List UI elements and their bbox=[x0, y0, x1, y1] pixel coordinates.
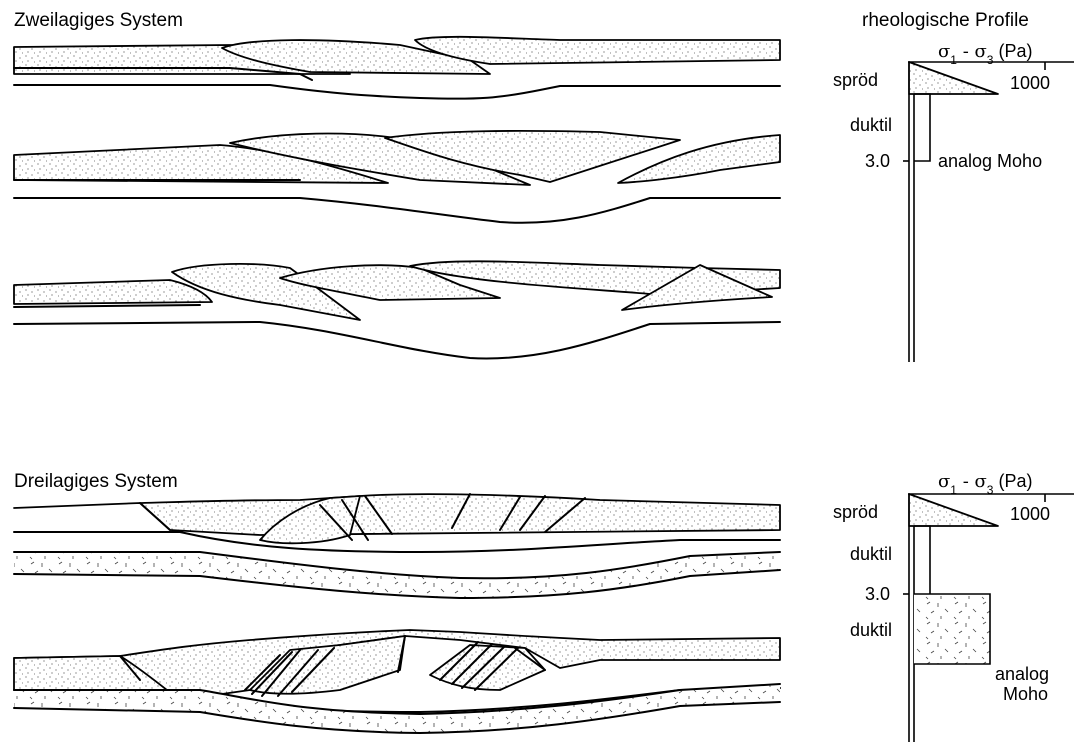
ductile-silicone-box-fill bbox=[914, 594, 990, 664]
stress-axis-label: σ1 - σ3 (Pa) bbox=[938, 41, 1033, 67]
sand-upper-layer bbox=[14, 494, 780, 535]
base-layer-line bbox=[14, 85, 780, 99]
rheological-profile-top: σ1 - σ3 (Pa) 1000 spröd duktil 3.0 analo… bbox=[833, 41, 1074, 362]
moho-label-line2: Moho bbox=[1003, 684, 1048, 704]
brittle-label: spröd bbox=[833, 502, 878, 522]
rheological-profile-bottom: σ1 - σ3 (Pa) 1000 spröd duktil 3.0 dukti… bbox=[833, 471, 1074, 742]
depth-axis bbox=[909, 526, 914, 742]
ductile-upper-box bbox=[914, 526, 930, 594]
detachment-line bbox=[14, 305, 200, 307]
sand-base-line bbox=[14, 532, 780, 552]
three-layer-section-1 bbox=[14, 494, 780, 598]
two-layer-section-2 bbox=[14, 131, 780, 223]
moho-label-line1: analog bbox=[995, 664, 1049, 684]
title-two-layer: Zweilagiges System bbox=[14, 10, 183, 31]
depth-tick-label: 3.0 bbox=[865, 151, 890, 171]
ductile-label-lower: duktil bbox=[850, 620, 892, 640]
stress-tick-label: 1000 bbox=[1010, 504, 1050, 524]
brittle-triangle bbox=[909, 494, 998, 526]
title-three-layer: Dreilagiges System bbox=[14, 471, 178, 492]
ductile-label: duktil bbox=[850, 115, 892, 135]
stress-tick-label: 1000 bbox=[1010, 73, 1050, 93]
depth-tick-label: 3.0 bbox=[865, 584, 890, 604]
ductile-box bbox=[914, 94, 930, 161]
title-rheological-profiles: rheologische Profile bbox=[862, 10, 1029, 31]
three-layer-section-2 bbox=[14, 630, 780, 733]
two-layer-section-3 bbox=[14, 261, 780, 358]
stress-axis-label: σ1 - σ3 (Pa) bbox=[938, 471, 1033, 497]
moho-label: analog Moho bbox=[938, 151, 1042, 171]
brittle-label: spröd bbox=[833, 70, 878, 90]
sand-imbricates-right bbox=[430, 645, 545, 690]
base-layer-line bbox=[14, 198, 780, 223]
base-layer-line bbox=[14, 322, 780, 358]
ductile-label-upper: duktil bbox=[850, 544, 892, 564]
two-layer-section-1 bbox=[14, 37, 780, 99]
sand-layer-right bbox=[415, 37, 780, 64]
sand-layer-left bbox=[14, 280, 212, 304]
depth-axis bbox=[909, 94, 914, 362]
